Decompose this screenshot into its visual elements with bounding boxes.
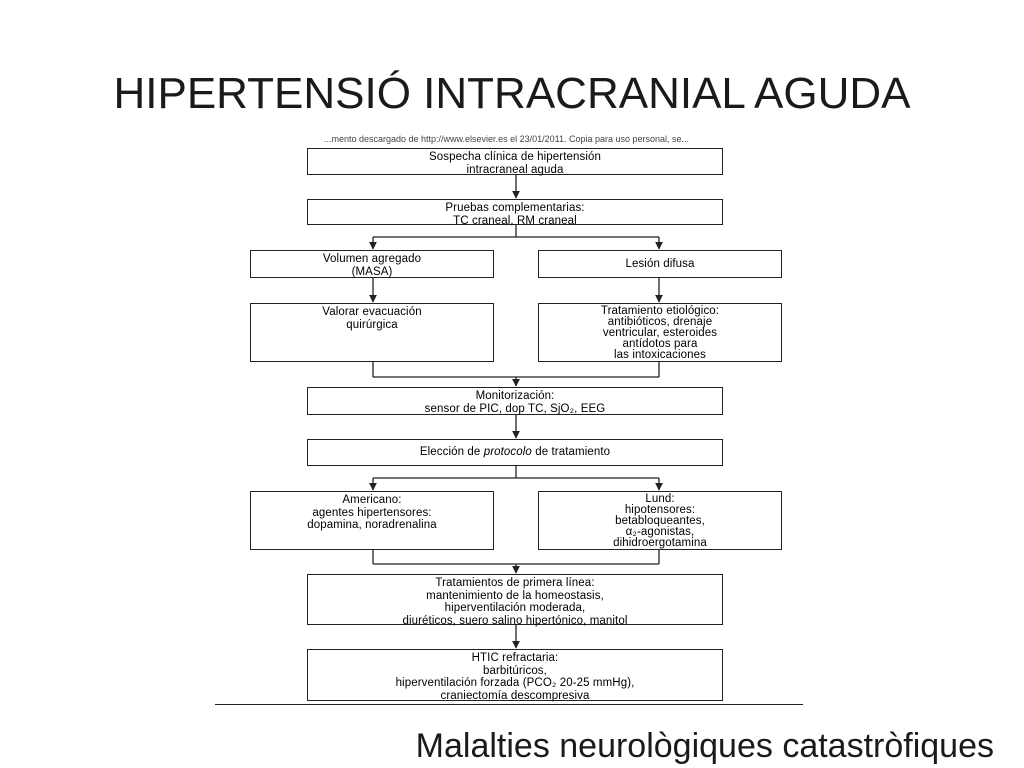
box-line: dihidroergotamina bbox=[613, 537, 707, 549]
slide-footer: Malalties neurològiques catastròfiques bbox=[415, 727, 994, 765]
box-htic-refractaria: HTIC refractaria:barbitúricos,hiperventi… bbox=[307, 649, 723, 702]
eleccion-before: Elección de bbox=[419, 446, 484, 458]
box-primera-linea: Tratamientos de primera línea:mantenimie… bbox=[307, 574, 723, 627]
box-line: Valorar evacuación bbox=[322, 306, 422, 318]
box-monitorizacion: Monitorización:sensor de PIC, dop TC, Sj… bbox=[307, 387, 723, 415]
box-line: quirúrgica bbox=[346, 318, 398, 331]
box-line: diuréticos, suero salino hipertónico, ma… bbox=[402, 614, 628, 627]
box-line: betabloqueantes, bbox=[615, 515, 705, 527]
eleccion-after: de tratamiento bbox=[531, 446, 611, 458]
box-line: sensor de PIC, dop TC, SjO₂, EEG bbox=[424, 402, 606, 415]
box-line: Tratamientos de primera línea: bbox=[435, 577, 595, 589]
eleccion-text: Elección de protocolo de tratamiento bbox=[308, 446, 722, 459]
box-line: ventricular, esteroides bbox=[602, 327, 718, 339]
source-caption-strip: ...mento descargado de http://www.elsevi… bbox=[323, 134, 690, 144]
box-line: antibióticos, drenaje bbox=[607, 316, 713, 328]
box-tratamiento-etiologico: Tratamiento etiológico:antibióticos, dre… bbox=[538, 303, 782, 362]
box-line: Pruebas complementarias: bbox=[445, 202, 585, 214]
box-eleccion-protocolo: Elección de protocolo de tratamiento bbox=[307, 439, 723, 466]
box-lesion-difusa: Lesión difusa bbox=[538, 250, 782, 278]
slide-title: HIPERTENSIÓ INTRACRANIAL AGUDA bbox=[113, 69, 911, 118]
box-line: Lesión difusa bbox=[625, 258, 695, 270]
box-line: α₂-agonistas, bbox=[625, 526, 695, 538]
flowchart-connectors bbox=[369, 174, 663, 649]
box-line: TC craneal, RM craneal bbox=[453, 214, 577, 227]
box-volumen-agregado: Volumen agregado(MASA) bbox=[250, 250, 494, 278]
box-line: intracraneal aguda bbox=[466, 163, 564, 176]
box-line: (MASA) bbox=[351, 265, 393, 278]
box-lund: Lund:hipotensores:betabloqueantes,α₂-ago… bbox=[538, 491, 782, 550]
box-line: Tratamiento etiológico: bbox=[600, 305, 720, 317]
eleccion-italic: protocolo bbox=[483, 446, 532, 458]
box-line: Volumen agregado bbox=[322, 253, 422, 265]
box-line: Americano: bbox=[342, 494, 402, 506]
box-line: mantenimiento de la homeostasis, bbox=[426, 589, 604, 602]
flowchart: ...mento descargado de http://www.elsevi… bbox=[210, 132, 803, 708]
box-americano: Americano:agentes hipertensores:dopamina… bbox=[250, 491, 494, 550]
box-pruebas: Pruebas complementarias:TC craneal, RM c… bbox=[307, 199, 723, 227]
box-line: Sospecha clínica de hipertensión bbox=[429, 151, 601, 163]
bottom-rule bbox=[215, 704, 803, 705]
box-line: hiperventilación forzada (PCO₂ 20-25 mmH… bbox=[395, 677, 635, 689]
box-line: Lund: bbox=[645, 493, 675, 505]
box-line: barbitúricos, bbox=[483, 664, 547, 677]
box-line: hipotensores: bbox=[624, 504, 696, 516]
box-line: HTIC refractaria: bbox=[471, 652, 559, 664]
box-line: las intoxicaciones bbox=[614, 349, 706, 361]
box-line: dopamina, noradrenalina bbox=[307, 519, 437, 531]
box-line: agentes hipertensores: bbox=[312, 506, 432, 519]
box-line: hiperventilación moderada, bbox=[444, 602, 586, 614]
box-line: antídotos para bbox=[622, 338, 698, 350]
box-line: Monitorización: bbox=[475, 390, 555, 402]
box-line: craniectomía descompresiva bbox=[440, 689, 590, 702]
